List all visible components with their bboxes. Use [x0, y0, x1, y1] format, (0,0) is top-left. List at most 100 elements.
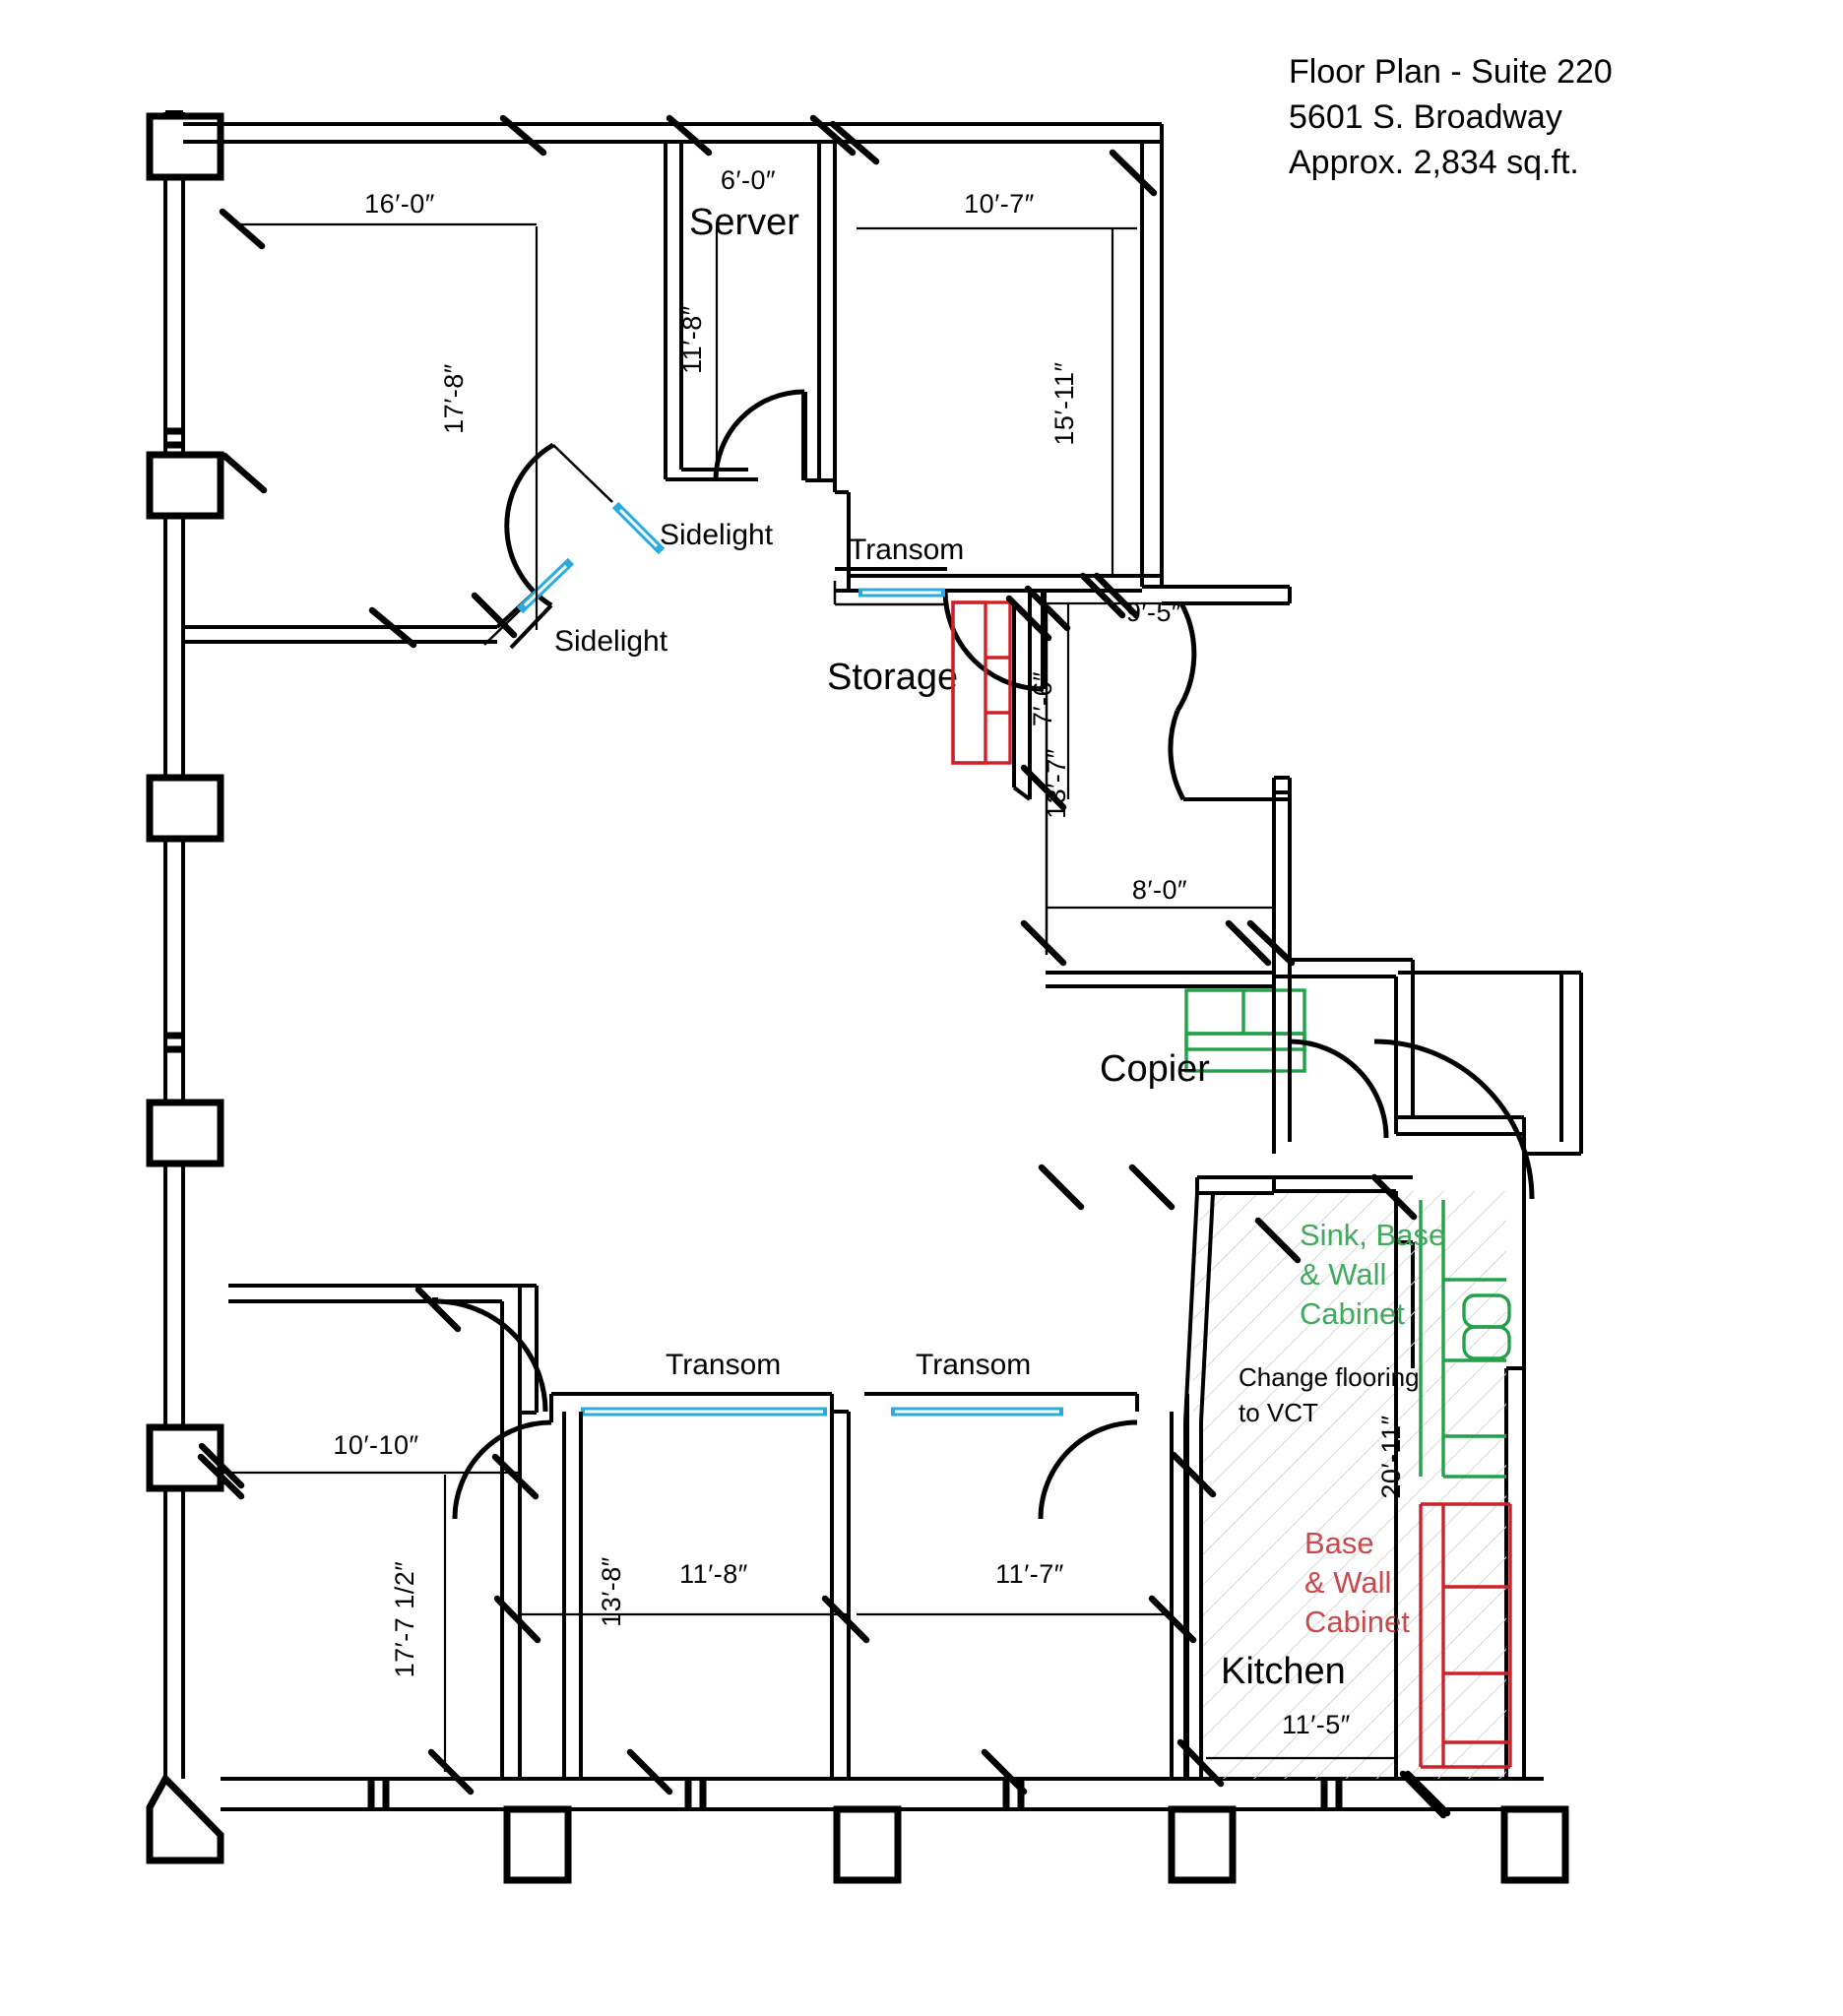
door-arc-s1: [452, 1419, 552, 1520]
column-bottom-1: [503, 1805, 572, 1884]
door-arc-s2: [1038, 1419, 1138, 1520]
dim-tick-10-7-b: [1109, 149, 1158, 197]
dim-tick-misc-6: [1254, 1217, 1302, 1264]
transom-label-storage: Transom: [849, 534, 964, 566]
dim-tick-misc-3: [1225, 919, 1272, 967]
dim-tick-10-10-a: [414, 1286, 462, 1333]
column-bottom-3: [1168, 1805, 1237, 1884]
dim-tick-16-0-a: [499, 114, 547, 157]
dim-label-office-ne-height: 15′-11″: [1049, 361, 1079, 445]
dim-tick-20-11-a: [1370, 1173, 1418, 1221]
room-label-copier: Copier: [1100, 1048, 1210, 1090]
dim-tick-misc-10: [626, 1748, 673, 1796]
kitchen-base-note-line-1: Base: [1304, 1526, 1374, 1560]
room-label-server: Server: [689, 202, 799, 243]
dim-tick-9-5-b: [1079, 572, 1126, 619]
title-line-3: Approx. 2,834 sq.ft.: [1289, 144, 1579, 181]
sidelight-group: Sidelight Sidelight: [483, 442, 774, 658]
door-arc-corridor-2: [1168, 710, 1186, 801]
dim-tick-6-0-a: [666, 114, 713, 157]
sidelight-frame-1: [552, 444, 613, 503]
dim-label-office-nw-height: 17′-8″: [439, 363, 469, 434]
dim-label-office-sw-width: 10′-10″: [333, 1430, 418, 1460]
office-south-1: Transom: [452, 1349, 851, 1778]
title-block: Floor Plan - Suite 220 5601 S. Broadway …: [1289, 53, 1613, 181]
dim-tick-misc-9: [427, 1748, 475, 1796]
dim-tick-13-8-a: [493, 1595, 541, 1644]
dim-tick-misc-4: [1128, 1164, 1176, 1211]
kitchen-area: Sink, Base & Wall Cabinet Change floorin…: [1183, 1175, 1512, 1779]
door-arc-sidelight-1: [504, 442, 555, 608]
dim-tick-misc-7: [198, 1442, 245, 1489]
dim-label-server-height: 11′-8″: [677, 305, 707, 374]
dim-tick-13-8-b: [821, 1595, 870, 1644]
dim-tick-10-10-c: [491, 1453, 540, 1500]
nw-office-angle-wall-inner: [509, 603, 553, 650]
column-left-2: [146, 451, 224, 520]
dim-tick-misc-11: [981, 1748, 1028, 1796]
dim-tick-misc-12: [1404, 1770, 1451, 1817]
kitchen-cabinet-green: [1419, 1200, 1511, 1479]
storage-area: Transom Storage: [827, 534, 1012, 765]
dim-label-corridor-width: 9′-5″: [1126, 598, 1181, 627]
kitchen-sink-note-line-2: & Wall: [1300, 1257, 1386, 1292]
room-label-kitchen: Kitchen: [1221, 1651, 1346, 1692]
dim-tick-8-0-b: [1246, 919, 1296, 967]
dim-tick-16-0-b: [221, 452, 268, 494]
transom-label-s2: Transom: [916, 1349, 1031, 1381]
kitchen-sink-note-line-3: Cabinet: [1300, 1296, 1405, 1331]
office-southwest: [228, 1284, 548, 1778]
column-left-1: [146, 112, 224, 181]
shelf-red-narrow: [951, 600, 987, 765]
flooring-note-line-2: to VCT: [1239, 1398, 1318, 1427]
column-bottom-4: [1500, 1805, 1569, 1884]
storage-shelving-red: [951, 600, 1012, 765]
transom-label-s1: Transom: [666, 1349, 781, 1381]
kitchen-angle-wall-a: [1183, 1192, 1199, 1422]
door-arc-corridor-1: [1175, 601, 1197, 713]
kitchen-cabinet-hatch: [1396, 1191, 1506, 1779]
sidelight-label-2: Sidelight: [554, 625, 668, 658]
dim-tick-10-7-a: [829, 120, 880, 165]
office-south-2: Transom: [864, 1349, 1189, 1778]
dim-tick-9-5-c: [1093, 572, 1140, 619]
dim-label-office-s-height: 13′-8″: [597, 1556, 626, 1627]
sidelight-glass-2-inner: [523, 564, 568, 607]
door-arc-sw-office: [434, 1298, 548, 1413]
door-arc-ne-office: [942, 590, 1045, 692]
door-arc-entry: [1373, 1039, 1535, 1200]
sink-basin-2: [1462, 1325, 1511, 1360]
corridor-copier-area: Copier: [1012, 591, 1535, 1200]
dim-label-office-s2-width: 11′-7″: [995, 1559, 1064, 1589]
building-shell: [146, 110, 1583, 1884]
dim-tick-misc-1: [219, 208, 266, 250]
kitchen-base-note-line-3: Cabinet: [1304, 1605, 1410, 1639]
corner-chamfer-bottom-left: [146, 1773, 224, 1864]
dim-tick-11-7-a: [1148, 1595, 1197, 1644]
corridor-west-cap: [1012, 786, 1032, 801]
dim-tick-misc-5: [1038, 1164, 1085, 1211]
column-left-5: [146, 1423, 224, 1492]
dim-tick-9-5-a: [1024, 585, 1071, 632]
dim-label-office-s1-width: 11′-8″: [679, 1559, 748, 1589]
flooring-note-line-1: Change flooring: [1239, 1362, 1420, 1392]
door-arc-east-1: [1289, 1039, 1389, 1139]
title-line-2: 5601 S. Broadway: [1289, 98, 1562, 136]
dim-label-copier-width: 8′-0″: [1132, 875, 1187, 905]
dim-label-storage-run: 13′-7″: [1042, 748, 1071, 819]
dim-label-office-ne-width: 10′-7″: [964, 189, 1035, 219]
copier-shelf-upper: [1184, 988, 1306, 1051]
dim-label-storage-depth: 7′-6″: [1028, 671, 1057, 726]
dimension-annotations: 16′-0″ 17′-8″ 6′-0″ Server 11′-8″ 10′-7″…: [197, 114, 1451, 1819]
dim-tick-13-7-b: [1020, 764, 1067, 811]
room-label-storage: Storage: [827, 657, 958, 698]
dim-tick-misc-2: [471, 592, 518, 639]
sidelight-label-1: Sidelight: [660, 519, 774, 551]
kitchen-angle-wall-b: [1199, 1192, 1215, 1422]
dim-tick-11-5-a: [1176, 1738, 1225, 1788]
column-left-3: [146, 774, 224, 843]
dim-label-kitchen-height: 20′-11″: [1376, 1415, 1406, 1498]
copier-shelf-lower: [1184, 1032, 1306, 1073]
dim-label-server-width: 6′-0″: [721, 165, 776, 195]
